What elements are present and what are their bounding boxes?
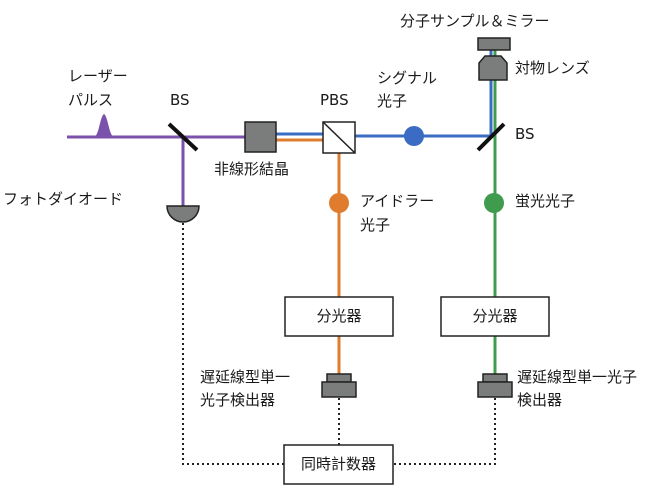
signal-photon-label-line1: シグナル <box>377 69 438 87</box>
detector-right-label-line2: 検出器 <box>517 391 563 409</box>
nonlinear-crystal-label: 非線形結晶 <box>214 160 290 178</box>
bs-left-label: BS <box>170 91 190 109</box>
idler-photon-label-line2: 光子 <box>360 216 391 234</box>
laser-pulse-label-line1: レーザー <box>68 67 128 85</box>
sample-mirror-icon <box>477 37 511 51</box>
idler-photon-dot <box>329 193 349 213</box>
photodiode-icon <box>166 205 200 223</box>
detector-left-icon <box>321 373 357 398</box>
idler-photon-label-line1: アイドラー <box>360 192 435 210</box>
nonlinear-crystal-icon <box>244 121 277 153</box>
spectrometer-left-label: 分光器 <box>316 307 362 325</box>
detector-left-label-line1: 遅延線型単一 <box>200 368 291 386</box>
laser-pulse-icon <box>94 114 114 137</box>
photodiode-label: フォトダイオード <box>3 190 124 208</box>
cable-photodiode-to-counter <box>182 223 284 465</box>
spectrometer-right-box <box>440 296 550 337</box>
signal-photon-dot <box>404 126 424 146</box>
spectrometer-left-box <box>284 296 394 337</box>
signal-photon-label-line2: 光子 <box>377 92 408 110</box>
cable-detector-right-to-counter <box>393 398 496 465</box>
objective-lens-icon <box>478 55 508 81</box>
laser-pulse-label-line2: パルス <box>68 91 114 109</box>
fluorescence-photon-dot <box>484 193 504 213</box>
bs-right-label: BS <box>515 125 535 143</box>
pbs-diagonal <box>322 121 356 154</box>
detector-left-label-line2: 光子検出器 <box>200 391 276 409</box>
coincidence-counter-label: 同時計数器 <box>300 455 376 473</box>
fluorescence-photon-label: 蛍光光子 <box>515 192 576 210</box>
coincidence-counter-box <box>283 444 394 485</box>
detector-right-icon <box>477 373 513 398</box>
beam-splitter-right-icon <box>476 122 506 152</box>
pbs-label: PBS <box>320 91 349 109</box>
objective-lens-label: 対物レンズ <box>515 59 590 77</box>
detector-right-label-line1: 遅延線型単一光子 <box>517 368 638 386</box>
beam-splitter-left-icon <box>167 122 199 152</box>
sample-mirror-label: 分子サンプル＆ミラー <box>400 12 550 30</box>
spectrometer-right-label: 分光器 <box>472 307 518 325</box>
